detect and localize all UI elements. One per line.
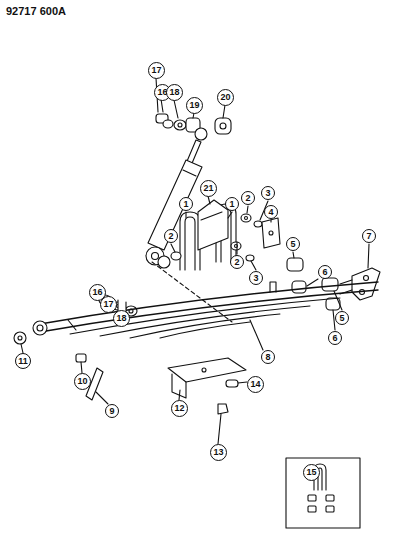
callout-number: 14 (247, 376, 264, 393)
callout-number: 11 (15, 353, 31, 369)
callout-number: 7 (362, 229, 376, 243)
callout-number: 5 (335, 311, 349, 325)
callout-number: 20 (217, 89, 234, 106)
callout-number: 12 (171, 400, 188, 417)
callout-number: 13 (210, 444, 227, 461)
callout-number: 18 (166, 84, 183, 101)
callout-number: 19 (186, 97, 203, 114)
callout-number: 2 (164, 229, 178, 243)
callout-number: 18 (113, 310, 130, 327)
callout-number: 15 (303, 464, 320, 481)
callout-number: 10 (74, 373, 91, 390)
callout-number: 21 (200, 180, 217, 197)
callout-number: 3 (249, 271, 263, 285)
callout-number: 3 (261, 186, 275, 200)
callout-number: 17 (148, 62, 165, 79)
callout-number: 2 (241, 191, 255, 205)
callout-number: 8 (261, 350, 275, 364)
callout-number: 6 (328, 331, 342, 345)
callout-number: 17 (100, 296, 117, 313)
callout-number: 4 (264, 205, 278, 219)
callout-number: 1 (225, 197, 239, 211)
callout-number: 6 (318, 265, 332, 279)
catalog-number: 92717 600A (6, 5, 66, 17)
callout-number: 2 (230, 255, 244, 269)
callout-number: 9 (105, 404, 119, 418)
callout-number: 5 (286, 237, 300, 251)
callout-number: 1 (179, 197, 193, 211)
